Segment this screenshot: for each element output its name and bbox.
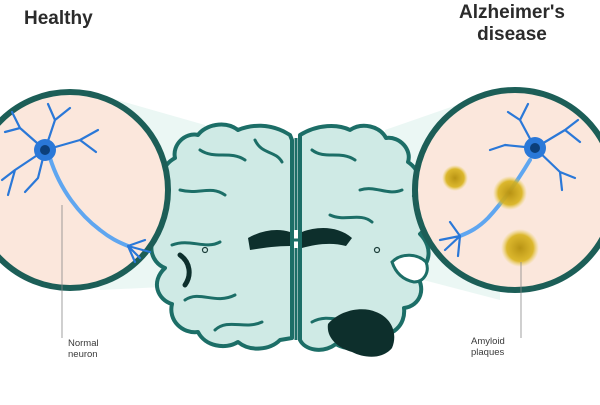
amyloid-plaque xyxy=(493,176,527,210)
normal-neuron-label: Normal neuron xyxy=(68,338,128,360)
left-ventricle xyxy=(248,230,290,250)
alzheimers-title-line1: Alzheimer's xyxy=(459,2,565,23)
healthy-title: Healthy xyxy=(24,8,93,29)
central-fissure xyxy=(290,138,302,340)
right-ventricle xyxy=(302,228,352,248)
normal-neuron xyxy=(0,102,152,264)
enlarged-ventricle xyxy=(327,309,395,357)
amyloid-plaque xyxy=(442,165,468,191)
amyloid-plaques-label-line1: Amyloid xyxy=(471,336,505,347)
normal-neuron-label-line2: neuron xyxy=(68,349,98,360)
healthy-neuron-circle xyxy=(0,89,171,338)
brain-left-hemisphere xyxy=(149,122,294,351)
amyloid-plaques-label: Amyloid plaques xyxy=(471,336,531,358)
amyloid-plaques-label-line2: plaques xyxy=(471,347,505,358)
brain-right-hemisphere xyxy=(298,123,431,357)
neuron-nucleus xyxy=(40,145,50,155)
alzheimers-neuron-circle xyxy=(412,87,600,338)
alzheimers-title-line2: disease xyxy=(477,24,547,45)
alzheimers-title: Alzheimer's disease xyxy=(452,2,572,46)
right-temporal-gap xyxy=(390,253,429,284)
amyloid-plaque xyxy=(501,229,539,267)
normal-neuron-label-line1: Normal xyxy=(68,338,99,349)
neuron-nucleus-alz xyxy=(530,143,540,153)
